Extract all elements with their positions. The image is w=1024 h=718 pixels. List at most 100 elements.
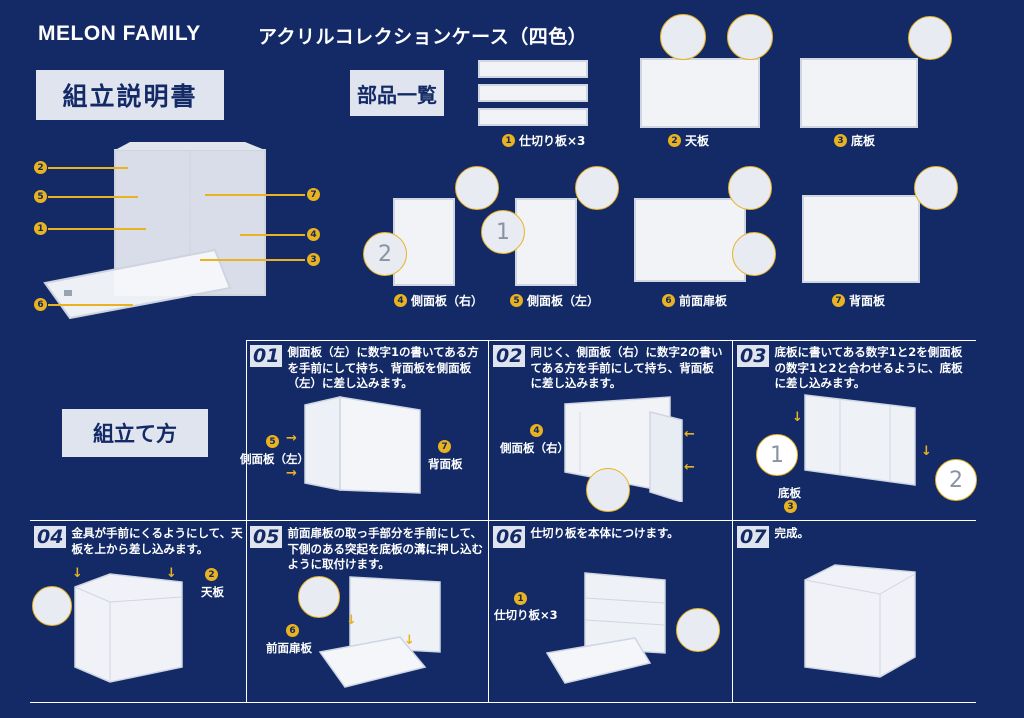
part-4-caption: 4 側面板（右）: [394, 292, 483, 309]
step-04: 04 金具が手前にくるようにして、天板を上から差し込みます。: [34, 526, 244, 557]
part-2-number: 2: [668, 134, 681, 147]
step-01-label-b-number: 7: [438, 440, 451, 453]
arrow-down-icon: ↓: [792, 410, 803, 425]
part-2-caption: 2 天板: [668, 132, 709, 149]
step-06-label-a-number: 1: [514, 592, 527, 605]
step-06-text: 仕切り板を本体につけます。: [530, 526, 679, 540]
parts-list-label: 部品一覧: [350, 70, 444, 116]
step-05-label-a: 前面扉板: [266, 641, 312, 655]
part-3-bottom-panel: [800, 58, 918, 128]
step-05: 05 前面扉板の取っ手部分を手前にして、下側のある突起を底板の溝に押し込むように…: [250, 526, 484, 573]
part-6-detail-circle-top: [728, 166, 772, 210]
arrow-icon: ←: [684, 427, 695, 442]
step-05-detail-circle: [298, 576, 340, 618]
part-4-name: 側面板（右）: [411, 294, 484, 308]
part-4-digit-circle: 2: [363, 232, 407, 276]
step-04-number: 04: [34, 526, 67, 548]
part-1-number: 1: [502, 134, 515, 147]
step-03-text: 底板に書いてある数字1と2を側面板の数字1と2と合わせるように、底板に差し込みま…: [774, 345, 963, 390]
step-01-label-a-number: 5: [266, 435, 279, 448]
grid-vline-3: [732, 340, 733, 702]
part-7-name: 背面板: [849, 294, 886, 308]
part-4-number: 4: [394, 294, 407, 307]
step-06-label-a: 仕切り板×3: [494, 608, 558, 622]
grid-line-top: [246, 340, 976, 341]
step-05-number: 05: [250, 526, 283, 548]
part-3-number: 3: [834, 134, 847, 147]
part-5-digit-circle: 1: [481, 210, 525, 254]
callout-3: 3: [307, 253, 320, 266]
arrow-down-icon: ↓: [404, 633, 415, 648]
step-06: 06 仕切り板を本体につけます。: [493, 526, 727, 548]
part-2-detail-circle-right: [727, 14, 773, 60]
step-02: 02 同じく、側面板（右）に数字2の書いてある方を手前にして持ち、背面板に差し込…: [493, 345, 725, 392]
overview-callouts: 2 5 1 6 7 4 3: [30, 140, 330, 340]
part-1-name: 仕切り板×3: [519, 134, 586, 148]
step-01-label-b: 背面板: [428, 457, 463, 471]
part-6-number: 6: [662, 294, 675, 307]
part-5-detail-circle: [575, 166, 619, 210]
part-6-detail-circle-bottom: [732, 232, 776, 276]
part-6-front-door-panel: [634, 198, 746, 282]
step-05-illustration: [300, 572, 450, 692]
step-04-label-a-number: 2: [205, 568, 218, 581]
step-07-text: 完成。: [774, 526, 809, 540]
step-03-number: 03: [737, 345, 770, 367]
step-04-text: 金具が手前にくるようにして、天板を上から差し込みます。: [71, 526, 243, 556]
overview-diagram: 2 5 1 6 7 4 3: [30, 140, 330, 340]
part-4-detail-circle: [455, 166, 499, 210]
step-03-digit-circle-1: 1: [756, 434, 798, 476]
callout-7: 7: [307, 188, 320, 201]
step-06-illustration: [545, 568, 675, 688]
part-5-name: 側面板（左）: [527, 294, 600, 308]
callout-2: 2: [34, 161, 47, 174]
step-02-label-a: 側面板（右）: [500, 441, 569, 455]
manual-label: 組立説明書: [36, 70, 224, 120]
part-3-name: 底板: [851, 134, 876, 148]
callout-4: 4: [307, 228, 320, 241]
step-07: 07 完成。: [737, 526, 971, 548]
step-06-detail-circle: [676, 608, 720, 652]
step-03: 03 底板に書いてある数字1と2を側面板の数字1と2と合わせるように、底板に差し…: [737, 345, 971, 392]
step-02-text: 同じく、側面板（右）に数字2の書いてある方を手前にして持ち、背面板に差し込みます…: [530, 345, 723, 390]
step-03-illustration: [800, 390, 925, 490]
grid-line-middle: [30, 520, 976, 521]
grid-vline-2: [488, 340, 489, 702]
product-title: アクリルコレクションケース（四色）: [258, 26, 588, 48]
arrow-down-icon: ↓: [72, 566, 83, 581]
step-02-illustration: [560, 392, 690, 504]
step-02-number: 02: [493, 345, 526, 367]
step-01-text: 側面板（左）に数字1の書いてある方を手前にして持ち、背面板を側面板（左）に差し込…: [287, 345, 479, 390]
part-7-back-panel: [802, 195, 920, 283]
step-05-label-a-number: 6: [286, 624, 299, 637]
overview-case-illustration: [43, 142, 266, 320]
step-03-label-a-number: 3: [784, 500, 797, 513]
grid-line-bottom: [30, 702, 976, 703]
step-07-illustration: [800, 562, 920, 682]
arrow-down-icon: ↓: [166, 566, 177, 581]
step-07-number: 07: [737, 526, 770, 548]
step-03-label-a: 底板: [778, 486, 801, 500]
step-04-illustration: [70, 572, 190, 687]
step-02-label-a-number: 4: [530, 424, 543, 437]
part-1-dividers: [474, 60, 594, 130]
part-3-detail-circle: [908, 16, 952, 60]
arrow-icon: →: [286, 431, 297, 446]
step-01-illustration: [300, 395, 430, 495]
step-01-number: 01: [250, 345, 283, 367]
part-7-caption: 7 背面板: [832, 292, 885, 309]
part-7-number: 7: [832, 294, 845, 307]
step-04-label-a: 天板: [201, 585, 224, 599]
arrow-icon: ←: [684, 460, 695, 475]
arrow-icon: →: [286, 466, 297, 481]
part-7-detail-circle: [914, 166, 958, 210]
part-2-detail-circle-left: [660, 14, 706, 60]
part-6-name: 前面扉板: [679, 294, 728, 308]
grid-vline-1: [246, 340, 247, 702]
part-3-caption: 3 底板: [834, 132, 875, 149]
part-2-name: 天板: [685, 134, 710, 148]
step-04-detail-circle: [32, 586, 72, 626]
part-1-caption: 1 仕切り板×3: [502, 132, 585, 149]
brand-name: MELON FAMILY: [38, 22, 201, 45]
